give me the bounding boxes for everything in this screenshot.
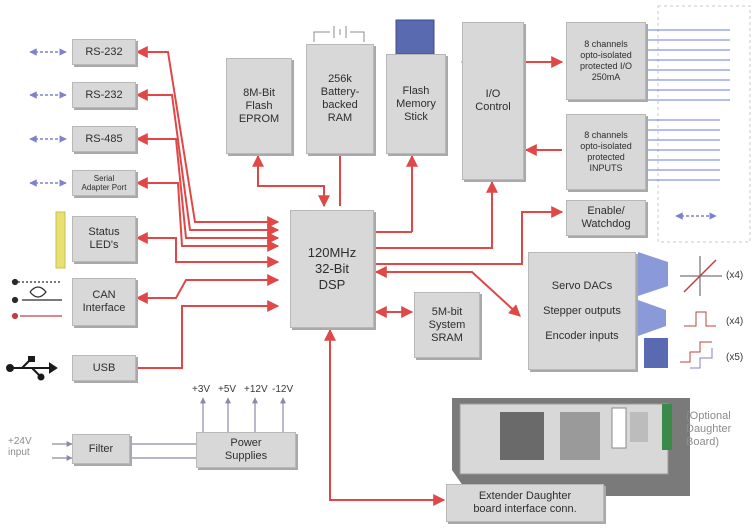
output-channels-block: 8 channels opto-isolated protected I/O 2… [566,22,646,100]
battery-ram-block: 256k Battery- backed RAM [306,44,374,154]
can-interface-block: CAN Interface [72,278,136,326]
signal-shapes [638,252,722,369]
usb-icon [6,356,58,381]
serial-adapter-block: Serial Adapter Port [72,170,136,196]
filter-block: Filter [72,434,130,464]
can-connector-icon [11,278,62,320]
io-control-block: I/O Control [462,22,524,180]
watchdog-block: Enable/ Watchdog [566,200,646,236]
voltage-12v-label: +12V [244,384,268,395]
supply-input-label: +24V input [8,436,32,458]
external-io-arrows [29,48,717,220]
encoder-inputs-label: Encoder inputs [545,329,619,342]
stepper-multiplier: (x4) [726,316,744,327]
status-led-strip [55,211,66,269]
daughter-board-label: (Optional Daughter Board) [686,410,732,448]
flash-memory-stick-block: Flash Memory Stick [386,54,446,154]
battery-icon [313,26,365,42]
rs232-b-block: RS-232 [72,82,136,108]
stepper-outputs-label: Stepper outputs [543,304,621,317]
extender-connector-block: Extender Daughter board interface conn. [446,484,604,522]
rs232-a-block: RS-232 [72,39,136,65]
flash-eprom-block: 8M-Bit Flash EPROM [226,58,292,154]
bus-arrows [135,46,564,506]
rs485-block: RS-485 [72,126,136,152]
encoder-multiplier: (x5) [726,352,744,363]
flash-stick-graphic [395,19,435,55]
status-leds-block: Status LED's [72,216,136,262]
voltage-arrows [52,397,286,461]
output-channel-lines [648,29,730,181]
usb-block: USB [72,355,136,381]
output-dashed-frame [657,5,751,243]
motion-io-panel: Servo DACs Stepper outputs Encoder input… [528,252,636,370]
input-channels-block: 8 channels opto-isolated protected INPUT… [566,114,646,190]
daughter-board-graphic [452,398,690,496]
dsp-block: 120MHz 32-Bit DSP [290,210,374,328]
voltage-5v-label: +5V [218,384,237,395]
sram-block: 5M-bit System SRAM [414,292,480,358]
servo-dacs-label: Servo DACs [551,279,613,292]
voltage-3v-label: +3V [192,384,211,395]
servo-multiplier: (x4) [726,270,744,281]
power-supplies-block: Power Supplies [196,432,296,468]
voltage-neg12v-label: -12V [272,384,294,395]
